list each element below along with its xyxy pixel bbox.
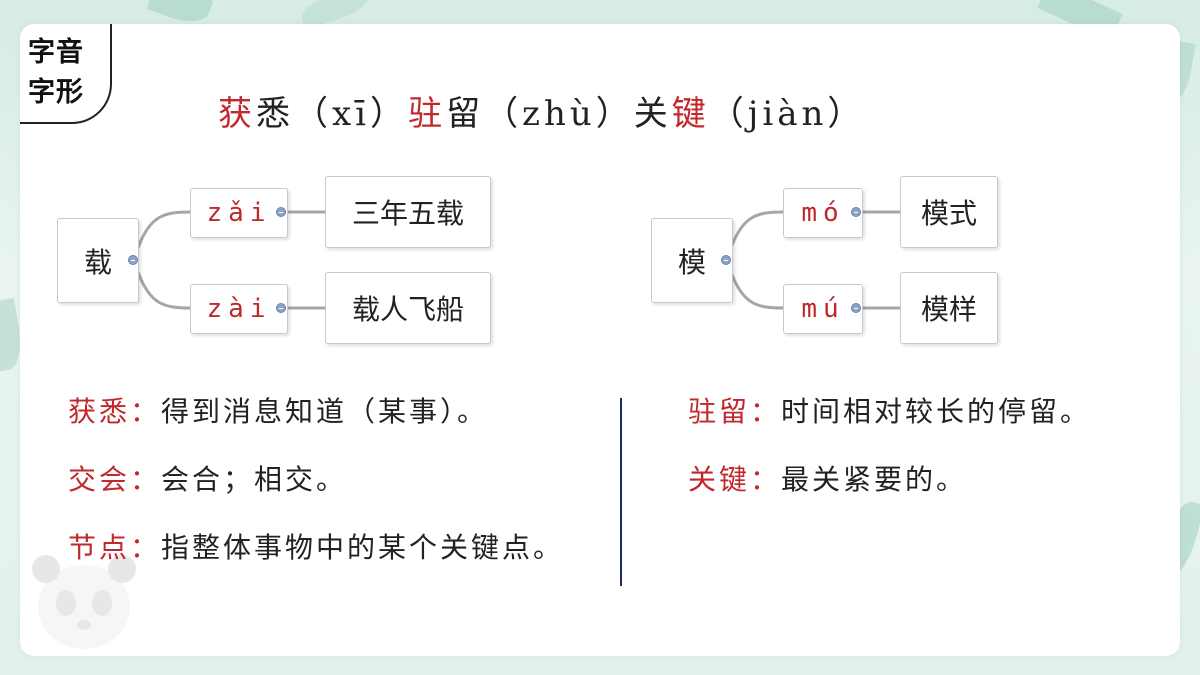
mindmap-pinyin-mu[interactable]: mú	[783, 284, 863, 334]
title-char: 关	[633, 94, 672, 134]
definition-term: 节点：	[68, 531, 162, 564]
definition-text: 最关紧要的。	[781, 463, 968, 496]
section-tag: 字音 字形	[20, 24, 112, 124]
title-pinyin: （xī）	[294, 94, 409, 134]
definition-item: 交会：会合；相交。	[68, 458, 347, 498]
definition-text: 会合；相交。	[161, 463, 348, 496]
title-char: 留	[446, 94, 485, 134]
root-label: 模	[677, 245, 706, 279]
definition-term: 交会：	[68, 463, 162, 496]
collapse-icon[interactable]	[851, 303, 861, 313]
definition-item: 关键：最关紧要的。	[688, 458, 967, 498]
definition-text: 时间相对较长的停留。	[781, 395, 1092, 428]
mindmap-word-zairenfeichuan[interactable]: 载人飞船	[325, 272, 491, 344]
title-char: 获	[218, 94, 256, 134]
pinyin-label: zài	[206, 294, 272, 324]
mindmap-pinyin-zai3[interactable]: zǎi	[190, 188, 288, 238]
page-title: 获悉（xī）驻留（zhù）关键（jiàn）	[218, 86, 865, 135]
collapse-icon[interactable]	[128, 255, 138, 265]
section-tag-line2: 字形	[28, 77, 84, 108]
pinyin-label: zǎi	[206, 198, 272, 228]
definition-item: 节点：指整体事物中的某个关键点。	[68, 526, 564, 566]
mindmap-pinyin-zai4[interactable]: zài	[190, 284, 288, 334]
title-pinyin: （jiàn）	[709, 94, 866, 134]
title-char: 键	[671, 94, 710, 134]
title-char: 悉	[256, 94, 294, 134]
pinyin-label: mó	[801, 198, 845, 228]
mindmap-word-moshi[interactable]: 模式	[900, 176, 998, 248]
title-pinyin: （zhù）	[484, 94, 634, 134]
definition-term: 关键：	[688, 463, 782, 496]
mindmap-root-mo[interactable]: 模	[651, 218, 733, 303]
root-label: 载	[83, 245, 112, 279]
mindmap-word-sannianwuzai[interactable]: 三年五载	[325, 176, 491, 248]
definition-text: 得到消息知道（某事）。	[161, 395, 489, 428]
mindmap-pinyin-mo[interactable]: mó	[783, 188, 863, 238]
definition-term: 获悉：	[68, 395, 162, 428]
mindmap-word-muyang[interactable]: 模样	[900, 272, 998, 344]
word-label: 模式	[920, 197, 977, 230]
word-label: 模样	[920, 293, 977, 326]
collapse-icon[interactable]	[721, 255, 731, 265]
mindmap-root-zai[interactable]: 载	[57, 218, 139, 303]
word-label: 载人飞船	[351, 293, 464, 326]
panda-watermark	[24, 545, 144, 655]
collapse-icon[interactable]	[851, 207, 861, 217]
definition-term: 驻留：	[688, 395, 782, 428]
section-tag-line1: 字音	[28, 37, 84, 68]
column-divider	[620, 398, 622, 586]
definition-item: 驻留：时间相对较长的停留。	[688, 390, 1091, 430]
word-label: 三年五载	[351, 197, 464, 230]
collapse-icon[interactable]	[276, 303, 286, 313]
definition-text: 指整体事物中的某个关键点。	[161, 531, 565, 564]
definition-item: 获悉：得到消息知道（某事）。	[68, 390, 488, 430]
pinyin-label: mú	[801, 294, 845, 324]
title-char: 驻	[408, 94, 447, 134]
collapse-icon[interactable]	[276, 207, 286, 217]
